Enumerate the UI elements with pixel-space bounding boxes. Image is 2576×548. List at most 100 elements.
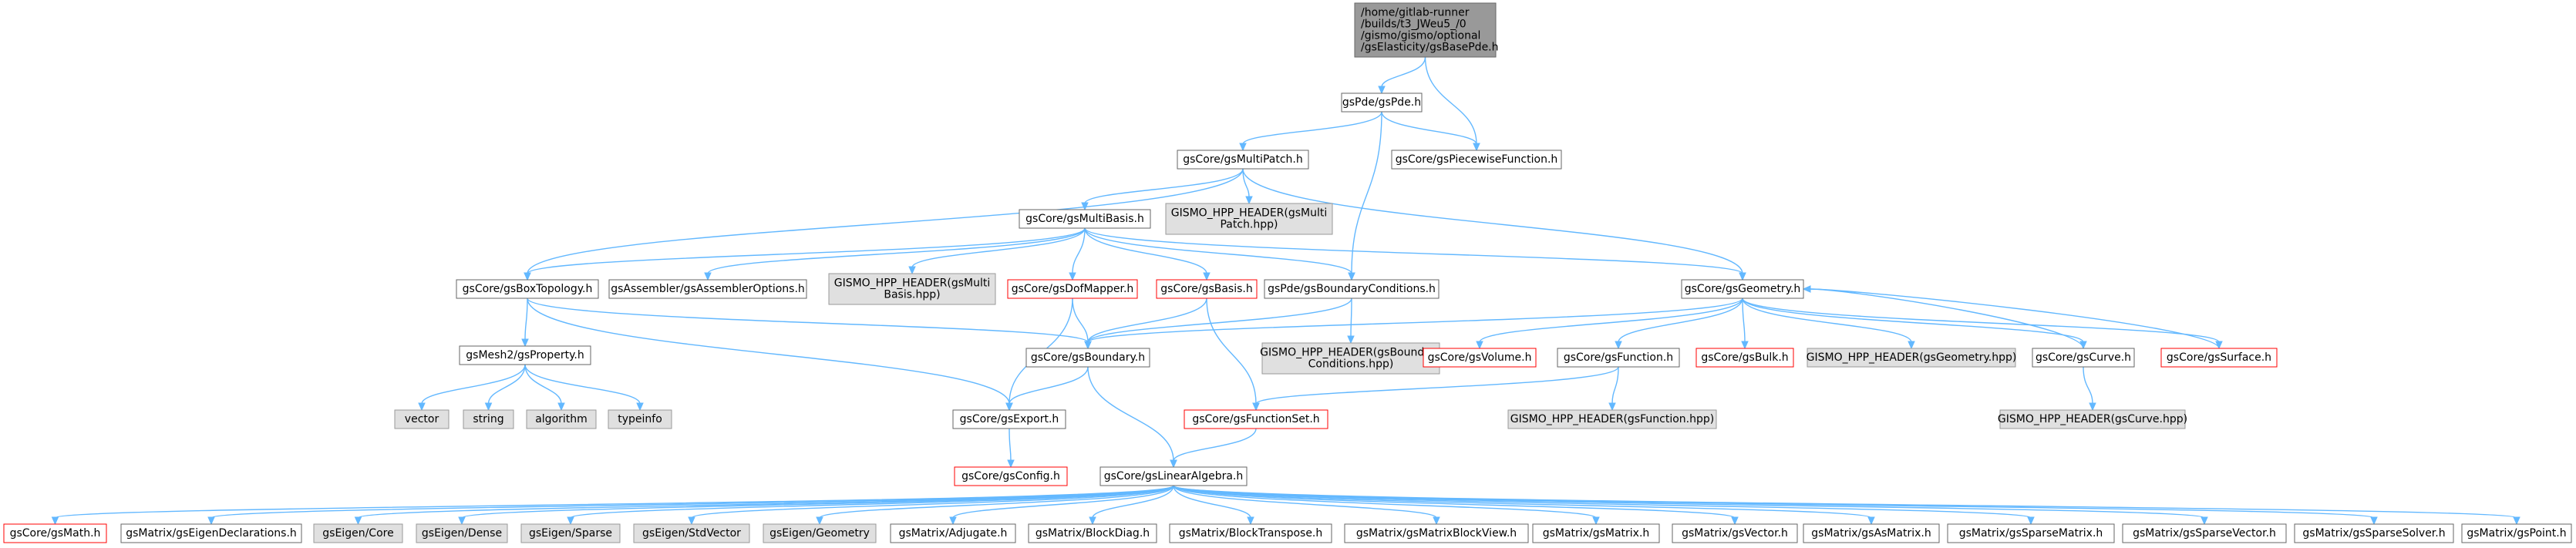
node-box bbox=[1019, 209, 1151, 229]
node-box bbox=[954, 466, 1068, 486]
node-gs-sparse-matrix[interactable]: gsMatrix/gsSparseMatrix.h bbox=[1947, 523, 2115, 543]
node-gs-export[interactable]: gsCore/gsExport.h bbox=[952, 409, 1066, 429]
node-label-line: gsCore/gsLinearAlgebra.h bbox=[1104, 470, 1244, 482]
edge-gs-function-to-gs-function-set bbox=[1255, 366, 1619, 405]
edge-gs-dof-mapper-to-gs-boundary bbox=[1072, 298, 1089, 343]
edge-gs-curve-to-hpp-curve bbox=[2083, 366, 2093, 405]
node-label-line: gsCore/gsVolume.h bbox=[1428, 351, 1532, 364]
node-label-line: gsCore/gsMath.h bbox=[10, 527, 101, 540]
node-gs-sparse-solver[interactable]: gsMatrix/gsSparseSolver.h bbox=[2294, 523, 2454, 543]
node-gs-linear-algebra[interactable]: gsCore/gsLinearAlgebra.h bbox=[1099, 466, 1248, 486]
edge-gs-multi-basis-to-gs-basis bbox=[1084, 227, 1207, 274]
edge-gs-linear-algebra-to-gs-eigen-declarations bbox=[210, 485, 1174, 519]
node-gs-dof-mapper[interactable]: gsCore/gsDofMapper.h bbox=[1007, 279, 1138, 299]
arrowhead-gs-function-to-hpp-function bbox=[1608, 402, 1616, 412]
node-vector[interactable]: vector bbox=[394, 409, 450, 429]
node-label-line: gsCore/gsSurface.h bbox=[2167, 351, 2271, 364]
node-hpp-multipatch[interactable]: GISMO_HPP_HEADER(gsMultiPatch.hpp) bbox=[1165, 203, 1333, 235]
node-box bbox=[394, 409, 450, 429]
node-label-line: gsCore/gsMultiPatch.h bbox=[1183, 153, 1302, 166]
node-gs-config[interactable]: gsCore/gsConfig.h bbox=[954, 466, 1068, 486]
arrowhead-gs-geometry-to-gs-surface bbox=[2215, 341, 2223, 350]
edge-gs-geometry-to-gs-boundary bbox=[1087, 298, 1743, 343]
node-label-line: gsCore/gsFunction.h bbox=[1564, 351, 1673, 364]
node-gs-as-matrix[interactable]: gsMatrix/gsAsMatrix.h bbox=[1803, 523, 1940, 543]
node-eigen-sparse[interactable]: gsEigen/Sparse bbox=[520, 523, 621, 543]
node-label-line: GISMO_HPP_HEADER(gsMulti bbox=[834, 277, 991, 290]
node-hpp-function[interactable]: GISMO_HPP_HEADER(gsFunction.hpp) bbox=[1507, 409, 1717, 429]
node-gs-vector-h[interactable]: gsMatrix/gsVector.h bbox=[1672, 523, 1798, 543]
node-box bbox=[1264, 279, 1440, 299]
node-gs-point[interactable]: gsMatrix/gsPoint.h bbox=[2461, 523, 2572, 543]
node-gs-eigen-declarations[interactable]: gsMatrix/gsEigenDeclarations.h bbox=[120, 523, 302, 543]
node-hpp-multibasis[interactable]: GISMO_HPP_HEADER(gsMultiBasis.hpp) bbox=[828, 273, 996, 305]
node-gs-property[interactable]: gsMesh2/gsProperty.h bbox=[459, 345, 591, 365]
edge-gs-linear-algebra-to-eigen-stdvector bbox=[691, 485, 1174, 519]
edge-gs-linear-algebra-to-gs-sparse-vector bbox=[1173, 485, 2205, 519]
node-gs-curve[interactable]: gsCore/gsCurve.h bbox=[2032, 348, 2135, 368]
node-label-line: /gsElasticity/gsBasePde.h bbox=[1361, 42, 1499, 54]
node-box bbox=[520, 523, 621, 543]
node-hpp-geometry[interactable]: GISMO_HPP_HEADER(gsGeometry.hpp) bbox=[1807, 348, 2017, 368]
node-gs-volume[interactable]: gsCore/gsVolume.h bbox=[1423, 348, 1537, 368]
node-box bbox=[1557, 348, 1680, 368]
node-gs-function-set[interactable]: gsCore/gsFunctionSet.h bbox=[1184, 409, 1328, 429]
node-gs-multi-patch[interactable]: gsCore/gsMultiPatch.h bbox=[1177, 150, 1309, 170]
node-gs-boundary-conditions[interactable]: gsPde/gsBoundaryConditions.h bbox=[1264, 279, 1440, 299]
node-gs-box-topology[interactable]: gsCore/gsBoxTopology.h bbox=[456, 279, 599, 299]
edge-gs-boundary-conditions-to-gs-boundary bbox=[1087, 298, 1352, 343]
node-typeinfo[interactable]: typeinfo bbox=[608, 409, 672, 429]
node-label-line: gsEigen/Dense bbox=[422, 527, 502, 540]
node-gs-block-transpose[interactable]: gsMatrix/BlockTranspose.h bbox=[1169, 523, 1332, 543]
edge-gs-multi-basis-to-hpp-multibasis bbox=[911, 227, 1086, 268]
node-gs-pde[interactable]: gsPde/gsPde.h bbox=[1341, 92, 1423, 113]
node-eigen-stdvector[interactable]: gsEigen/StdVector bbox=[633, 523, 750, 543]
node-gs-sparse-vector[interactable]: gsMatrix/gsSparseVector.h bbox=[2122, 523, 2287, 543]
node-gs-matrix-block-view[interactable]: gsMatrix/gsMatrixBlockView.h bbox=[1344, 523, 1529, 543]
node-box bbox=[1672, 523, 1798, 543]
node-gs-math[interactable]: gsCore/gsMath.h bbox=[3, 523, 107, 543]
node-gs-multi-basis[interactable]: gsCore/gsMultiBasis.h bbox=[1019, 209, 1151, 229]
node-gs-block-diag[interactable]: gsMatrix/BlockDiag.h bbox=[1028, 523, 1157, 543]
node-label-line: gsCore/gsExport.h bbox=[960, 413, 1059, 425]
node-box bbox=[1099, 466, 1248, 486]
node-box bbox=[1947, 523, 2115, 543]
node-eigen-dense[interactable]: gsEigen/Dense bbox=[416, 523, 508, 543]
node-box bbox=[416, 523, 508, 543]
node-gs-boundary[interactable]: gsCore/gsBoundary.h bbox=[1025, 348, 1150, 368]
arrowhead-gs-geometry-to-gs-function bbox=[1615, 341, 1622, 350]
node-label-line: /builds/t3_JWeu5_/0 bbox=[1361, 18, 1466, 31]
node-gs-adjugate[interactable]: gsMatrix/Adjugate.h bbox=[890, 523, 1016, 543]
edge-gs-property-to-algorithm bbox=[524, 364, 562, 405]
node-label-line: gsPde/gsBoundaryConditions.h bbox=[1268, 283, 1436, 295]
node-hpp-bc[interactable]: GISMO_HPP_HEADER(gsBoundaryConditions.hp… bbox=[1260, 342, 1442, 375]
node-gs-geometry[interactable]: gsCore/gsGeometry.h bbox=[1681, 279, 1804, 299]
node-gs-assembler-options[interactable]: gsAssembler/gsAssemblerOptions.h bbox=[608, 279, 807, 299]
arrowhead-gs-multi-basis-to-gs-basis bbox=[1203, 272, 1211, 281]
node-box bbox=[633, 523, 750, 543]
edge-gs-multi-basis-to-gs-assembler-options bbox=[707, 227, 1086, 274]
node-label-line: gsCore/gsMultiBasis.h bbox=[1025, 213, 1144, 225]
node-root[interactable]: /home/gitlab-runner/builds/t3_JWeu5_/0/g… bbox=[1354, 2, 1499, 58]
edge-gs-multi-basis-to-gs-boundary-conditions bbox=[1084, 227, 1352, 274]
node-gs-matrix-h[interactable]: gsMatrix/gsMatrix.h bbox=[1532, 523, 1660, 543]
node-hpp-curve[interactable]: GISMO_HPP_HEADER(gsCurve.hpp) bbox=[1998, 409, 2187, 429]
edge-gs-linear-algebra-to-gs-block-transpose bbox=[1173, 485, 1251, 519]
node-algorithm[interactable]: algorithm bbox=[526, 409, 597, 429]
node-gs-bulk[interactable]: gsCore/gsBulk.h bbox=[1695, 348, 1794, 368]
arrowhead-gs-linear-algebra-to-eigen-stdvector bbox=[688, 516, 695, 526]
node-box bbox=[1025, 348, 1150, 368]
node-label-line: GISMO_HPP_HEADER(gsFunction.hpp) bbox=[1510, 413, 1714, 425]
node-gs-surface[interactable]: gsCore/gsSurface.h bbox=[2160, 348, 2278, 368]
node-eigen-core[interactable]: gsEigen/Core bbox=[313, 523, 403, 543]
node-box bbox=[2294, 523, 2454, 543]
node-gs-function[interactable]: gsCore/gsFunction.h bbox=[1557, 348, 1680, 368]
node-gs-piecewise-function[interactable]: gsCore/gsPiecewiseFunction.h bbox=[1391, 150, 1562, 170]
node-gs-basis[interactable]: gsCore/gsBasis.h bbox=[1156, 279, 1258, 299]
arrowhead-gs-pde-to-gs-piecewise-function bbox=[1473, 143, 1480, 152]
node-string[interactable]: string bbox=[463, 409, 514, 429]
node-label-line: algorithm bbox=[535, 413, 588, 425]
node-box bbox=[3, 523, 107, 543]
node-box bbox=[2160, 348, 2278, 368]
node-eigen-geometry[interactable]: gsEigen/Geometry bbox=[763, 523, 877, 543]
